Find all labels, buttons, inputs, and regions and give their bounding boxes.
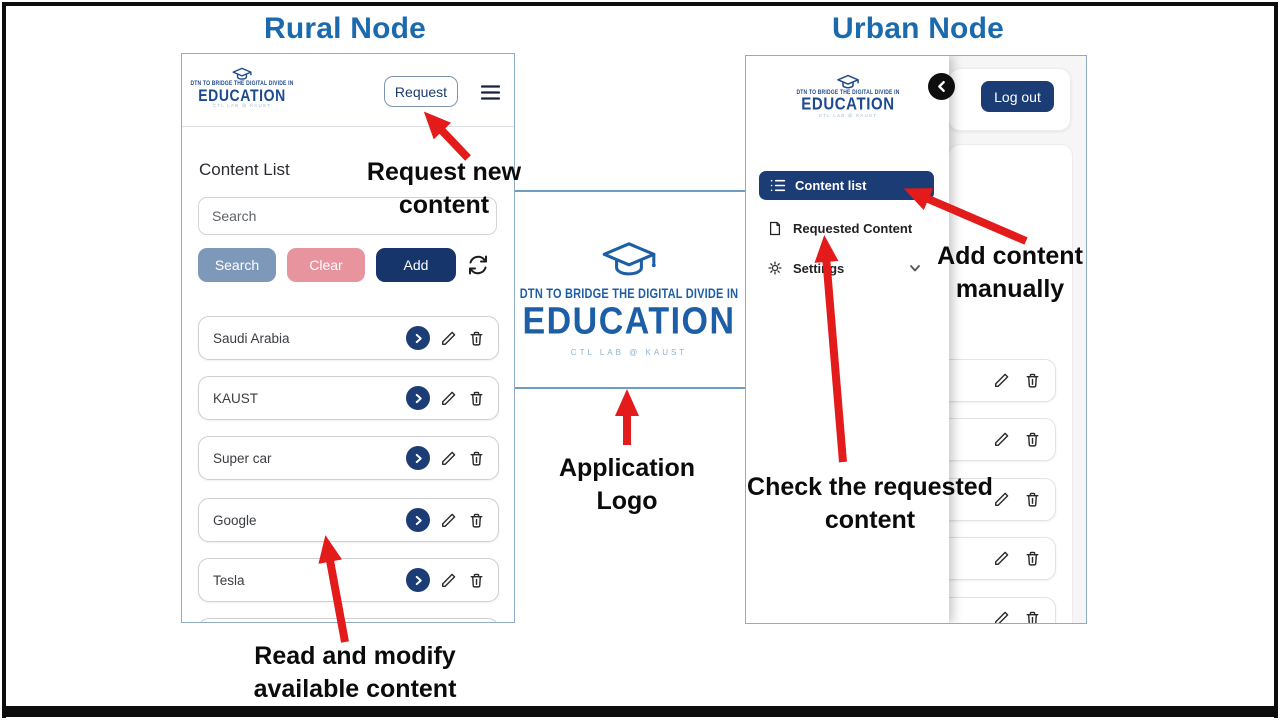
list-item-label: Super car <box>213 450 272 466</box>
annotation-application-logo: Application Logo <box>558 454 696 515</box>
refresh-icon[interactable] <box>466 253 490 277</box>
graduation-cap-icon <box>837 74 859 89</box>
list-item-label: Google <box>213 512 257 528</box>
annotation-add-content: Add content manually <box>937 242 1083 303</box>
annotation-request-new: Request new content <box>366 158 522 219</box>
list-item[interactable]: Tesla <box>198 558 499 602</box>
menu-item-label: Requested Content <box>793 220 913 236</box>
navigation-drawer: DTN TO BRIDGE THE DIGITAL DIVIDE IN EDUC… <box>746 56 949 623</box>
rural-node-title: Rural Node <box>263 12 427 45</box>
delete-icon[interactable] <box>467 449 486 468</box>
delete-icon[interactable] <box>1023 549 1042 568</box>
connector-line-top <box>513 190 745 192</box>
list-item-label: KAUST <box>213 390 259 406</box>
content-list-heading: Content List <box>199 160 290 179</box>
graduation-cap-icon <box>232 67 252 80</box>
chevron-left-icon <box>938 80 945 93</box>
chevron-right-icon[interactable] <box>406 446 430 470</box>
rural-app-panel: DTN TO BRIDGE THE DIGITAL DIVIDE IN EDUC… <box>181 53 515 623</box>
edit-icon[interactable] <box>439 449 458 468</box>
list-icon <box>770 179 786 192</box>
urban-node-title: Urban Node <box>831 12 1004 45</box>
annotation-read-modify: Read and modify available content <box>253 642 457 703</box>
menu-item-content-list[interactable]: Content list <box>759 171 934 200</box>
search-button[interactable]: Search <box>198 248 276 282</box>
connector-line-bottom <box>513 387 745 389</box>
header-divider <box>182 126 514 127</box>
request-button[interactable]: Request <box>384 76 458 107</box>
chevron-right-icon[interactable] <box>406 508 430 532</box>
list-item[interactable]: Super car <box>198 436 499 480</box>
delete-icon[interactable] <box>1023 430 1042 449</box>
edit-icon[interactable] <box>992 549 1011 568</box>
edit-icon[interactable] <box>992 430 1011 449</box>
chevron-right-icon[interactable] <box>406 568 430 592</box>
delete-icon[interactable] <box>467 329 486 348</box>
menu-item-label: Settings <box>793 260 845 276</box>
add-button[interactable]: Add <box>376 248 456 282</box>
chevron-right-icon[interactable] <box>406 326 430 350</box>
annotation-check-requested: Check the requested content <box>747 473 993 534</box>
app-logo-small: DTN TO BRIDGE THE DIGITAL DIVIDE IN EDUC… <box>190 67 293 109</box>
urban-app-panel: Log out D <box>745 55 1087 624</box>
graduation-cap-icon <box>602 242 656 276</box>
list-item-label: Saudi Arabia <box>213 330 290 346</box>
list-item[interactable]: KAUST <box>198 376 499 420</box>
delete-icon[interactable] <box>467 389 486 408</box>
application-logo: DTN TO BRIDGE THE DIGITAL DIVIDE IN EDUC… <box>514 240 744 357</box>
chevron-right-icon[interactable] <box>406 386 430 410</box>
list-item[interactable]: Saudi Arabia <box>198 316 499 360</box>
menu-item-requested-content[interactable]: Requested Content <box>746 216 949 240</box>
search-input[interactable] <box>198 197 497 235</box>
edit-icon[interactable] <box>439 511 458 530</box>
edit-icon[interactable] <box>439 329 458 348</box>
delete-icon[interactable] <box>467 571 486 590</box>
edit-icon[interactable] <box>992 490 1011 509</box>
menu-item-label: Content list <box>795 178 867 193</box>
logo-subline: CTL LAB @ KAUST <box>570 348 688 357</box>
chevron-down-icon[interactable] <box>909 264 921 273</box>
list-item[interactable]: Google <box>198 498 499 542</box>
edit-icon[interactable] <box>439 571 458 590</box>
logo-tagline: DTN TO BRIDGE THE DIGITAL DIVIDE IN <box>519 286 739 302</box>
delete-icon[interactable] <box>1023 490 1042 509</box>
hamburger-menu-icon[interactable] <box>481 85 500 100</box>
delete-icon[interactable] <box>1023 371 1042 390</box>
edit-icon[interactable] <box>439 389 458 408</box>
clear-button[interactable]: Clear <box>287 248 365 282</box>
logo-word: EDUCATION <box>522 299 736 343</box>
delete-icon[interactable] <box>467 511 486 530</box>
edit-icon[interactable] <box>992 371 1011 390</box>
gear-icon <box>768 261 782 275</box>
logout-button[interactable]: Log out <box>981 81 1054 112</box>
list-item-label: Tesla <box>213 572 245 588</box>
document-icon <box>769 221 781 235</box>
collapse-drawer-button[interactable] <box>928 73 955 100</box>
app-logo-small: DTN TO BRIDGE THE DIGITAL DIVIDE IN EDUC… <box>796 74 899 119</box>
edit-icon[interactable] <box>992 609 1011 624</box>
delete-icon[interactable] <box>1023 609 1042 624</box>
slide-bottom-bar <box>2 706 1278 717</box>
list-item-partial[interactable] <box>198 618 499 622</box>
